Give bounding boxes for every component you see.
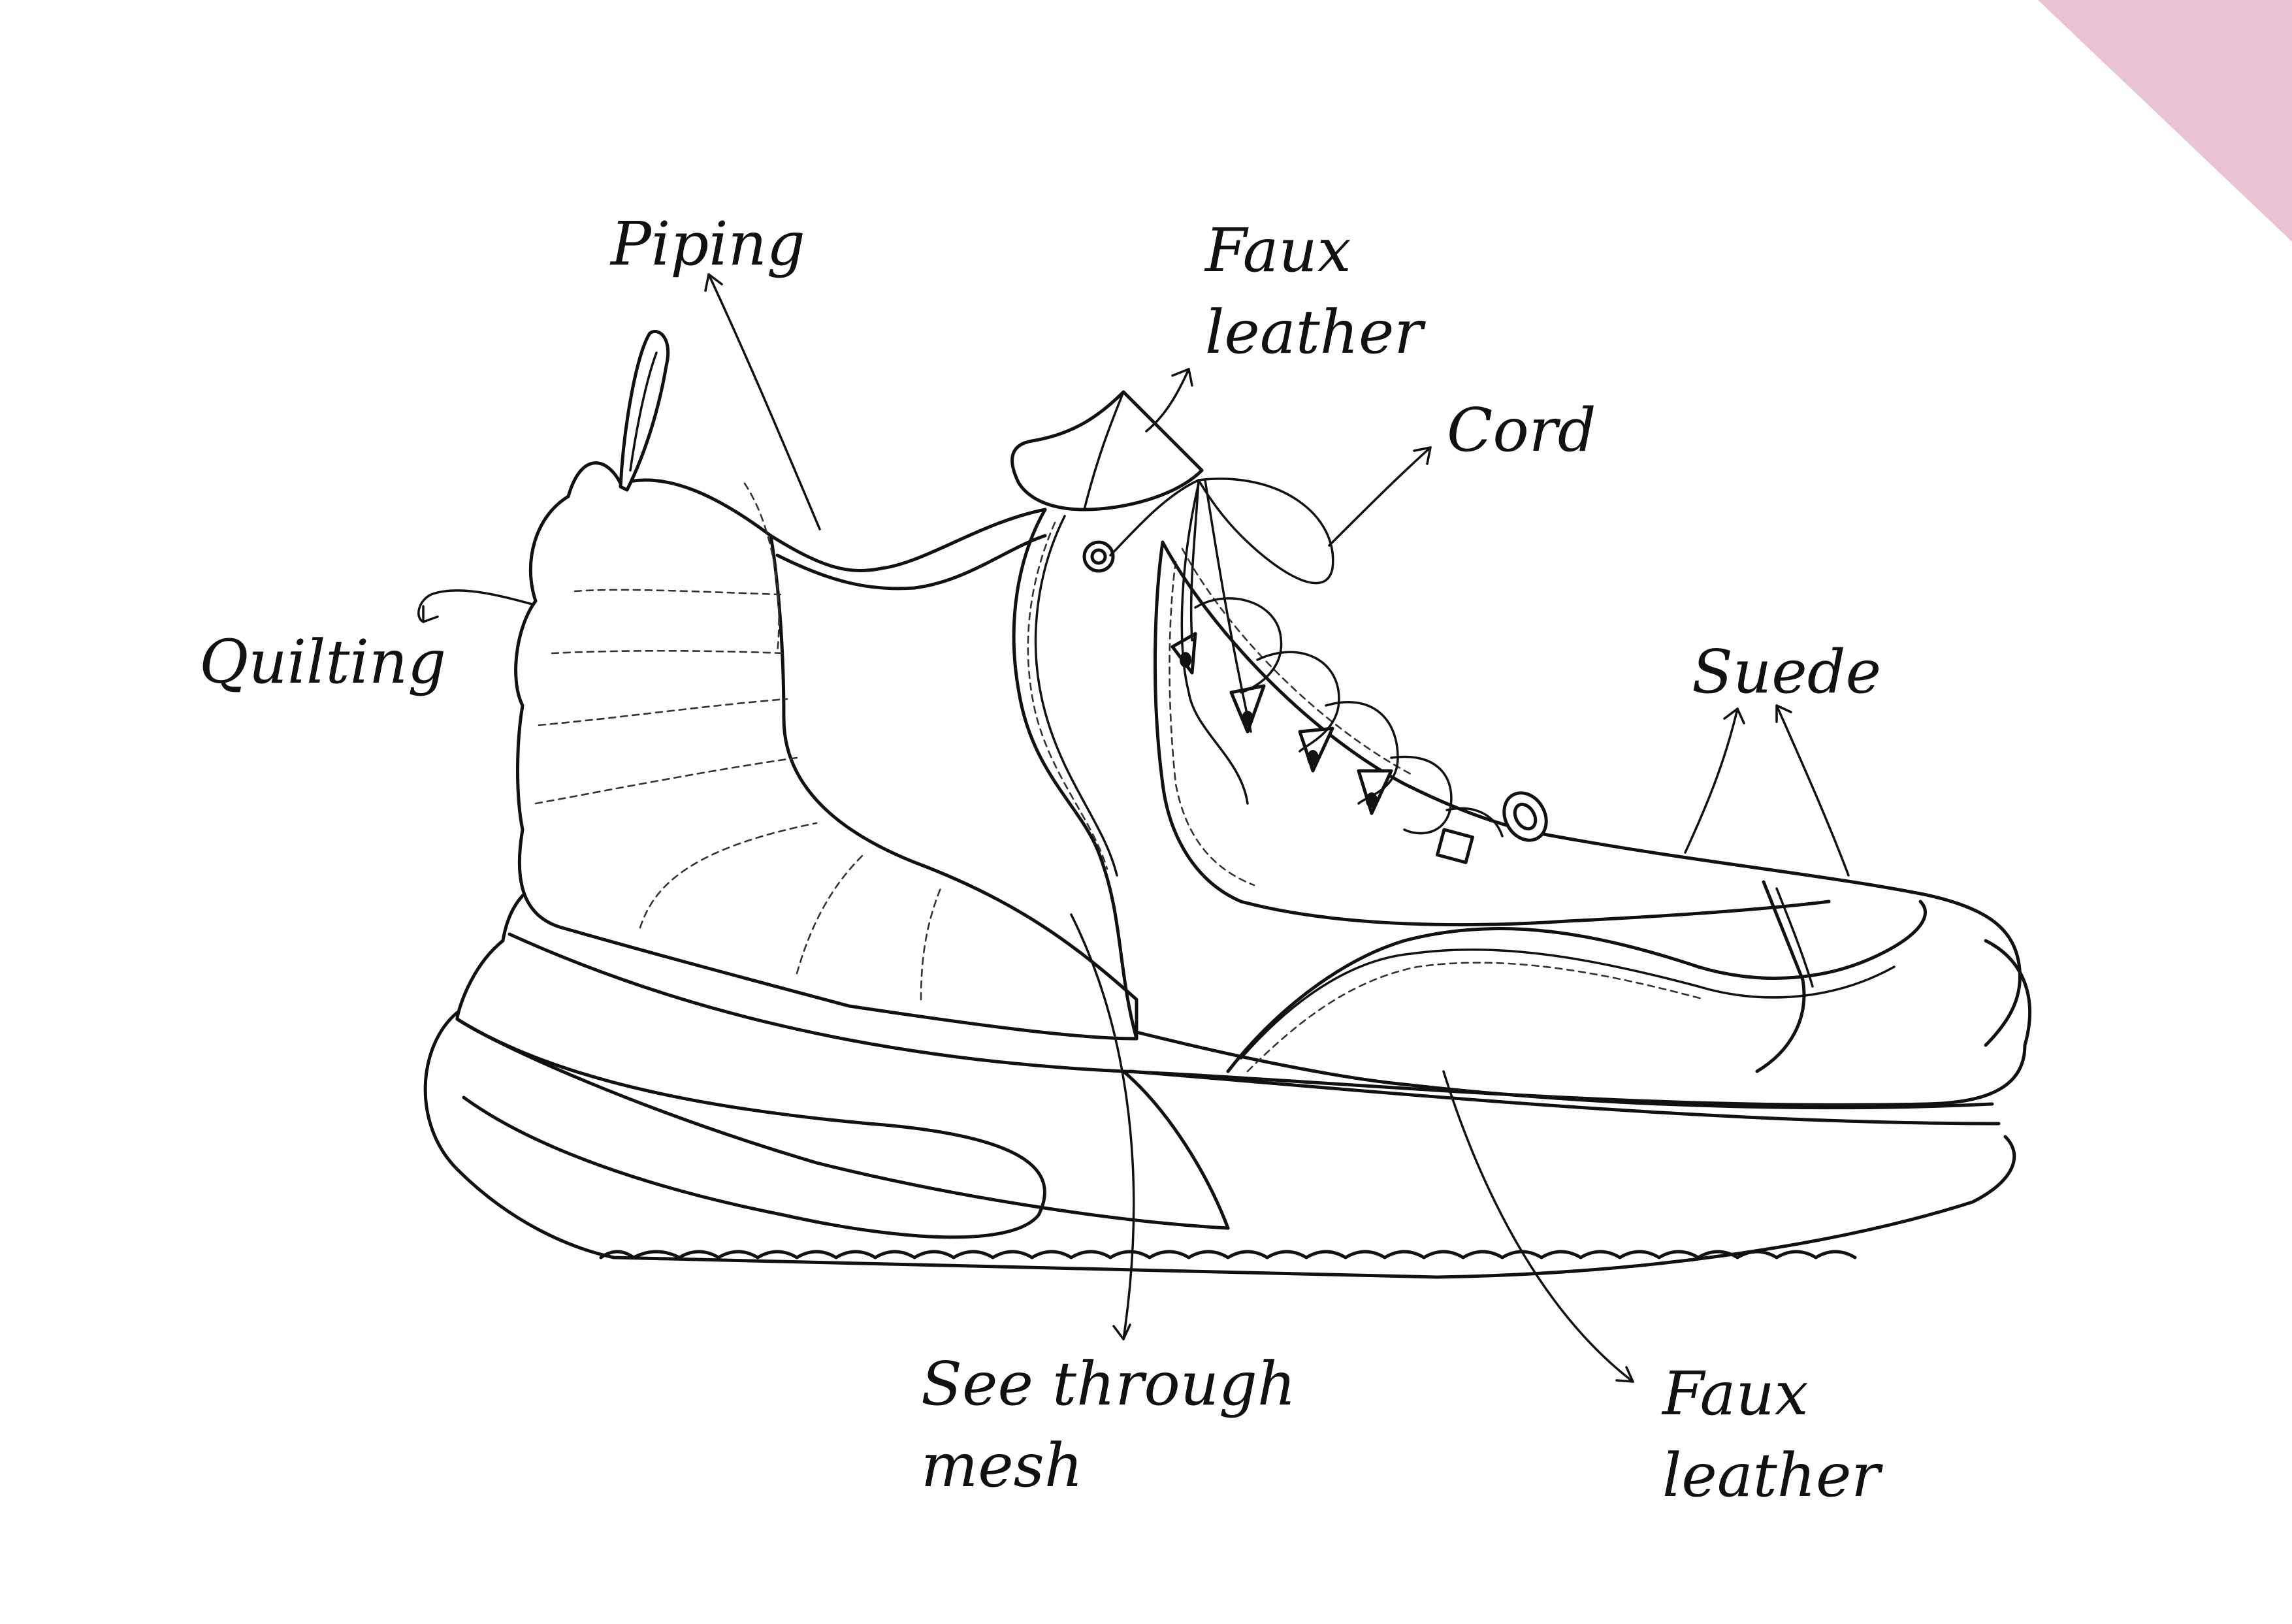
outsole	[423, 1011, 2016, 1279]
annotation-labels: Piping Faux leather Cord Quilting Suede …	[199, 209, 1883, 1510]
annotation-leaders	[417, 273, 1850, 1383]
laces-and-eyelets	[1082, 478, 1548, 864]
label-faux-leather-top-2: leather	[1205, 297, 1426, 367]
label-piping: Piping	[609, 209, 805, 279]
label-faux-leather-bottom-2: leather	[1662, 1440, 1883, 1510]
label-cord: Cord	[1447, 395, 1596, 465]
upper	[514, 330, 2022, 1073]
corner-accent-triangle	[2038, 0, 2292, 242]
label-see-through-mesh-2: mesh	[921, 1431, 1083, 1501]
label-suede: Suede	[1692, 637, 1881, 707]
label-see-through-mesh-1: See through	[921, 1349, 1296, 1419]
label-quilting: Quilting	[199, 627, 446, 697]
midsole	[455, 873, 2031, 1239]
label-faux-leather-bottom-1: Faux	[1661, 1359, 1809, 1429]
label-faux-leather-top-1: Faux	[1204, 216, 1351, 285]
